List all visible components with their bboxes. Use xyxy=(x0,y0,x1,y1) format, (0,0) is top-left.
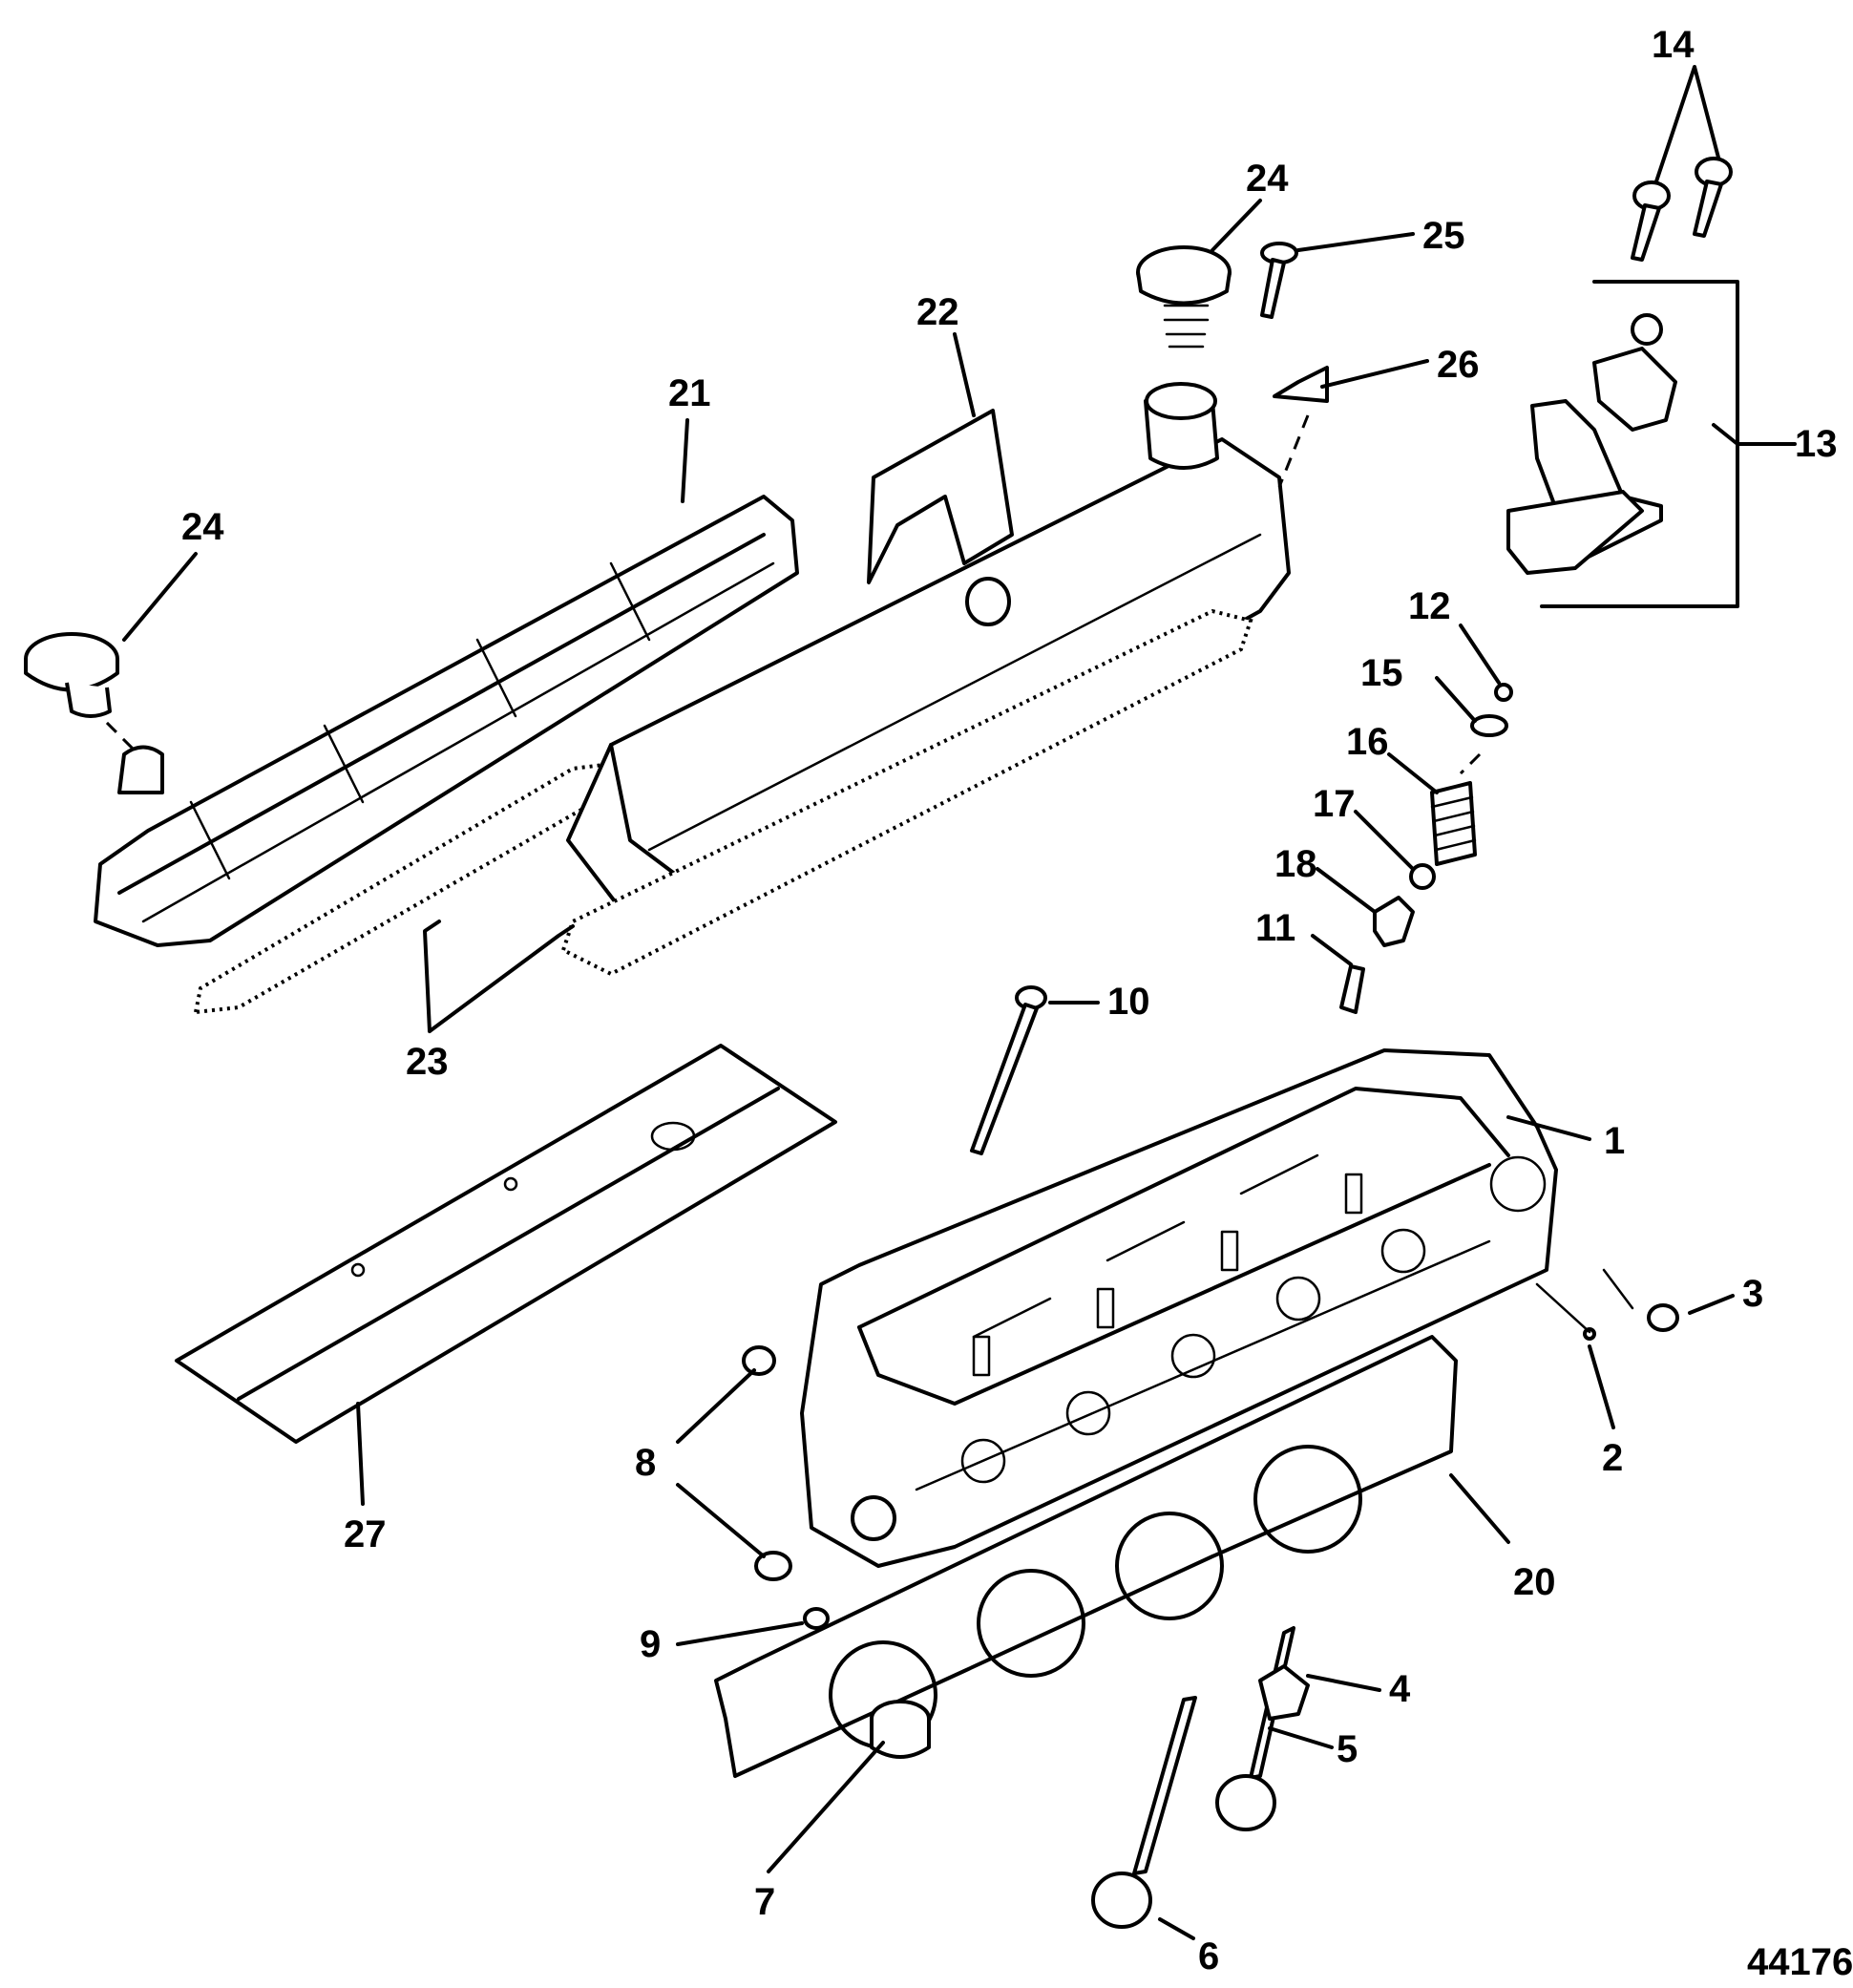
callout-18: 18 xyxy=(1274,843,1317,885)
rocker-arm-assembly xyxy=(1506,313,1677,575)
rocker-cover-left xyxy=(89,495,799,947)
rocker-cover-gasket-left xyxy=(193,761,613,1015)
callout-9: 9 xyxy=(640,1623,661,1665)
callout-20: 20 xyxy=(1513,1561,1556,1603)
callout-16: 16 xyxy=(1346,721,1389,763)
exhaust-shield xyxy=(175,1044,837,1444)
callout-2: 2 xyxy=(1602,1437,1623,1479)
valve-4-5 xyxy=(1215,1626,1310,1831)
bolt-25 xyxy=(1260,242,1298,319)
callout-23: 23 xyxy=(406,1041,449,1083)
callout-10: 10 xyxy=(1107,981,1150,1023)
head-bolt-10 xyxy=(970,985,1047,1155)
head-gasket xyxy=(714,1335,1458,1778)
callout-labels: 1 2 3 4 5 6 7 8 9 10 11 12 13 14 15 16 1… xyxy=(181,24,1853,1983)
callout-24-left: 24 xyxy=(181,506,224,548)
callout-7: 7 xyxy=(754,1881,775,1923)
oil-filler-cap-left xyxy=(24,632,119,718)
callout-5: 5 xyxy=(1337,1728,1358,1770)
callout-21: 21 xyxy=(668,372,711,414)
valve-train-parts xyxy=(1339,683,1513,1014)
callout-12: 12 xyxy=(1408,585,1451,627)
rocker-cover-right xyxy=(566,382,1291,923)
callout-13: 13 xyxy=(1795,423,1838,465)
rocker-arm-bolts xyxy=(1631,157,1733,262)
callout-24-top: 24 xyxy=(1246,158,1289,200)
callout-8: 8 xyxy=(635,1442,656,1484)
callout-3: 3 xyxy=(1742,1273,1763,1315)
callout-15: 15 xyxy=(1360,652,1403,694)
rocker-cover-gasket-right xyxy=(560,608,1253,977)
callout-4: 4 xyxy=(1389,1668,1411,1710)
callout-22: 22 xyxy=(916,291,959,333)
callout-25: 25 xyxy=(1422,215,1465,257)
callout-1: 1 xyxy=(1604,1120,1625,1162)
plugs xyxy=(742,1268,1679,1630)
valve-6 xyxy=(1091,1696,1197,1929)
callout-6: 6 xyxy=(1198,1935,1219,1977)
callout-14: 14 xyxy=(1652,24,1695,66)
callout-27: 27 xyxy=(344,1513,387,1555)
callout-26: 26 xyxy=(1437,344,1480,386)
clip-26 xyxy=(1273,366,1329,488)
callout-11: 11 xyxy=(1255,907,1295,949)
cylinder-head xyxy=(800,1048,1558,1568)
leader-lines xyxy=(122,65,1797,1940)
callout-17: 17 xyxy=(1313,783,1356,825)
oil-filler-cap-top xyxy=(1136,245,1232,349)
figure-number: 44176 xyxy=(1747,1941,1853,1983)
